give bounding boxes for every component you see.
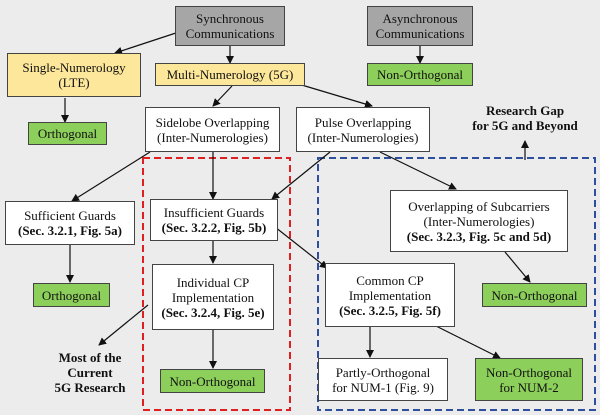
node-line: Partly-Orthogonal <box>335 364 431 380</box>
node-line: (Inter-Numerologies) <box>307 129 419 145</box>
node-line: Non-Orthogonal <box>491 287 578 303</box>
node-orthogonal-lte: Orthogonal <box>28 122 107 145</box>
node-line: Non-Orthogonal <box>486 364 572 380</box>
node-line: Insufficient Guards <box>163 205 265 220</box>
node-insufficient-guards: Insufficient Guards (Sec. 3.2.2, Fig. 5b… <box>150 199 278 241</box>
node-line: (Sec. 3.2.5, Fig. 5f) <box>339 302 441 318</box>
node-common-cp: Common CP Implementation (Sec. 3.2.5, Fi… <box>325 263 455 327</box>
annotation-line: Research Gap <box>485 103 565 118</box>
node-line: Communications <box>185 26 275 41</box>
node-line: Multi-Numerology (5G) <box>166 67 294 82</box>
most-current-label: Most of the Current 5G Research <box>35 350 145 395</box>
red-dashed-group <box>142 157 291 411</box>
annotation-line: Current <box>67 365 113 380</box>
annotation-line: Most of the <box>58 350 122 365</box>
node-line: (Sec. 3.2.3, Fig. 5c and 5d) <box>406 228 552 244</box>
node-line: Non-Orthogonal <box>377 67 463 82</box>
node-line: (Sec. 3.2.1, Fig. 5a) <box>18 223 122 238</box>
node-line: (LTE) <box>58 75 90 90</box>
node-async-non-orthogonal: Non-Orthogonal <box>367 63 473 86</box>
node-synchronous: Synchronous Communications <box>175 6 285 46</box>
annotation-line: for 5G and Beyond <box>472 118 578 133</box>
node-orthogonal-sufficient: Orthogonal <box>33 283 110 307</box>
node-line: (Inter-Numerologies) <box>423 213 535 229</box>
node-individual-cp: Individual CP Implementation (Sec. 3.2.4… <box>152 264 274 330</box>
edge-pulse-overlap <box>379 151 457 190</box>
annotation-line: 5G Research <box>54 380 126 395</box>
node-single-numerology: Single-Numerology (LTE) <box>7 53 141 97</box>
edge-pulse-insuff <box>271 151 331 200</box>
node-line: Asynchronous <box>382 11 458 26</box>
node-line: Communications <box>375 26 465 41</box>
node-non-orthogonal-num2: Non-Orthogonal for NUM-2 <box>475 358 583 401</box>
node-line: Synchronous <box>196 11 264 26</box>
node-line: Sidelobe Overlapping <box>155 114 270 130</box>
node-non-orthogonal-overlap: Non-Orthogonal <box>482 283 587 307</box>
edge-overlap-nonorth <box>504 251 531 283</box>
node-line: (Inter-Numerologies) <box>157 129 268 145</box>
node-line: Implementation <box>348 287 432 303</box>
node-line: for NUM-1 (Fig. 9) <box>332 379 434 395</box>
node-line: Orthogonal <box>41 287 102 303</box>
node-line: Overlapping of Subcarriers <box>408 198 550 214</box>
node-line: Individual CP <box>176 274 250 290</box>
edge-sidelobe-suff <box>71 151 151 202</box>
node-non-orthogonal-individual: Non-Orthogonal <box>160 369 265 393</box>
edge-most-current <box>98 304 149 346</box>
edge-multi-sidelobe <box>212 85 233 107</box>
node-partly-orthogonal: Partly-Orthogonal for NUM-1 (Fig. 9) <box>318 358 448 401</box>
node-pulse-overlapping: Pulse Overlapping (Inter-Numerologies) <box>296 107 430 152</box>
node-line: for NUM-2 <box>499 379 559 395</box>
node-sidelobe-overlapping: Sidelobe Overlapping (Inter-Numerologies… <box>145 107 280 152</box>
node-line: Common CP <box>356 272 424 288</box>
node-line: Non-Orthogonal <box>169 373 256 389</box>
research-gap-label: Research Gap for 5G and Beyond <box>460 103 590 133</box>
node-line: Pulse Overlapping <box>314 114 412 130</box>
node-line: Sufficient Guards <box>24 208 116 223</box>
node-line: Implementation <box>171 289 255 305</box>
node-overlapping-subcarriers: Overlapping of Subcarriers (Inter-Numero… <box>390 190 568 252</box>
node-line: Single-Numerology <box>22 60 126 75</box>
node-line: (Sec. 3.2.4, Fig. 5e) <box>161 304 265 320</box>
node-line: (Sec. 3.2.2, Fig. 5b) <box>161 220 267 235</box>
node-multi-numerology: Multi-Numerology (5G) <box>155 63 305 86</box>
node-asynchronous: Asynchronous Communications <box>367 6 473 46</box>
blue-dashed-group <box>317 157 596 411</box>
node-line: Orthogonal <box>37 126 98 141</box>
node-sufficient-guards: Sufficient Guards (Sec. 3.2.1, Fig. 5a) <box>5 201 135 245</box>
edge-insuff-common <box>274 226 328 269</box>
edge-sync-single <box>114 29 186 55</box>
